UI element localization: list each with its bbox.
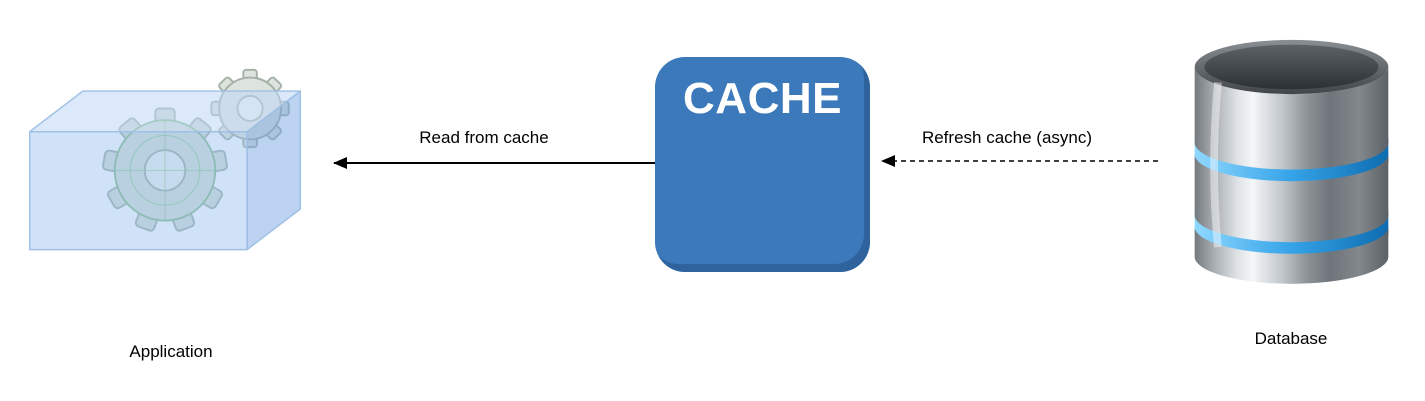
read-from-cache-label: Read from cache xyxy=(419,128,549,147)
database-label: Database xyxy=(1254,329,1328,348)
glass-cube xyxy=(28,90,302,251)
application-node-icon xyxy=(28,68,302,251)
database-node-icon xyxy=(1194,39,1389,284)
cache-node: CACHE xyxy=(655,57,870,272)
refresh-cache-label: Refresh cache (async) xyxy=(921,128,1093,147)
application-label: Application xyxy=(129,342,213,361)
cache-node-label: CACHE xyxy=(683,74,842,123)
